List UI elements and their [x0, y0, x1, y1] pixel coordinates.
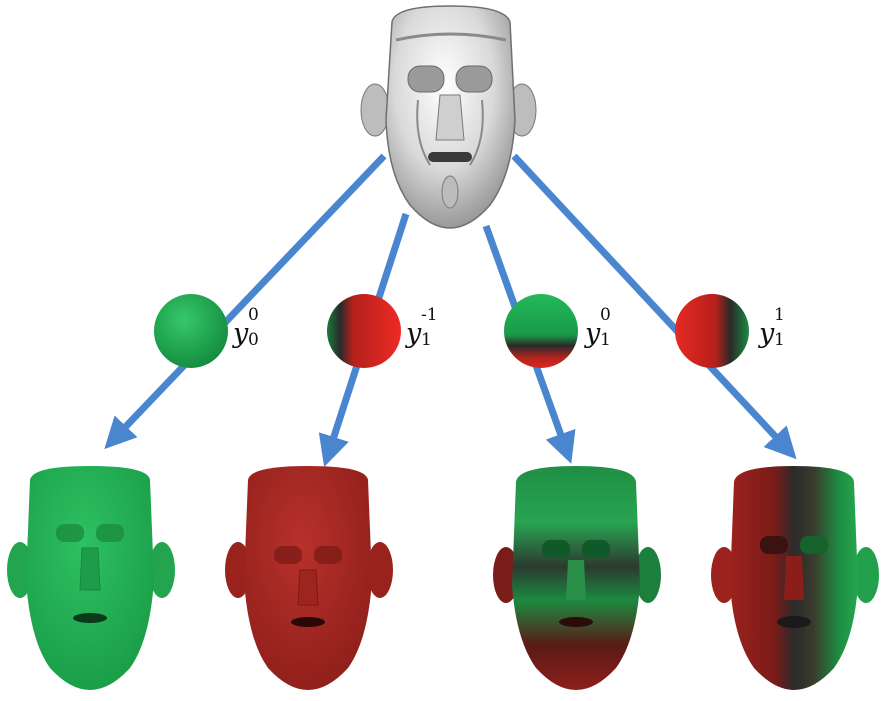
- head-y10: [493, 466, 661, 690]
- sphere-y1m1: [327, 294, 401, 368]
- label-y1m1: y -1 1: [406, 305, 438, 350]
- sphere-y00: [154, 294, 228, 368]
- arrow-to-y00: [104, 153, 387, 450]
- label-y00: y 0 0: [233, 305, 259, 350]
- sphere-y10: [504, 294, 578, 368]
- head-y11: [711, 466, 879, 690]
- harmonic-spheres: [154, 294, 749, 368]
- head-y00: [7, 466, 175, 690]
- source-head: [360, 5, 537, 229]
- sphere-y11: [675, 294, 749, 368]
- label-y11: y 1 1: [759, 305, 785, 350]
- label-y10: y 0 1: [585, 305, 611, 350]
- arrow-to-y11: [511, 153, 797, 460]
- head-y1m1: [225, 466, 393, 690]
